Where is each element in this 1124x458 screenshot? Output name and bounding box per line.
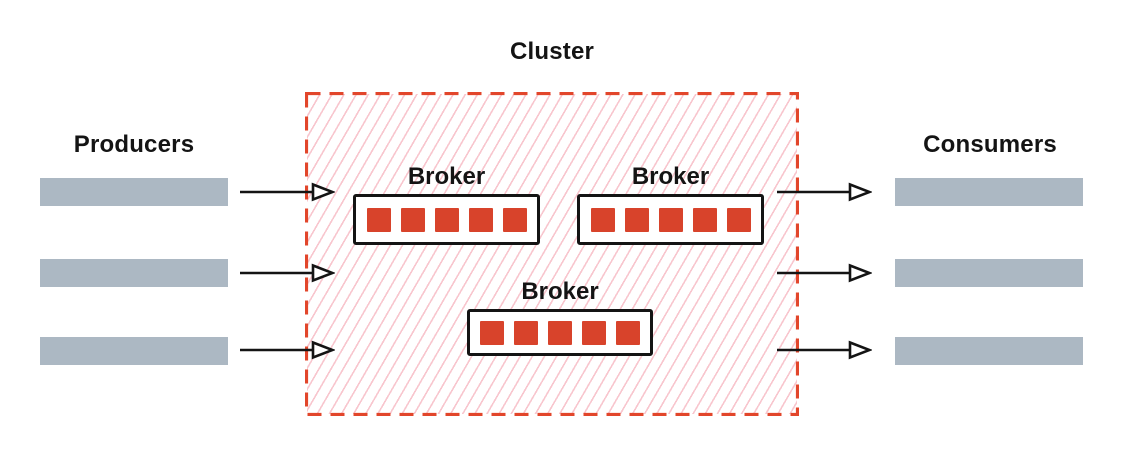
producer-arrow-2-icon	[240, 263, 335, 283]
partition-icon	[616, 320, 640, 345]
broker-2-label: Broker	[631, 163, 710, 190]
consumer-bar-1	[895, 178, 1083, 206]
partition-icon	[502, 207, 527, 232]
producers-label: Producers	[73, 131, 195, 158]
partition-icon	[590, 207, 615, 232]
broker-1-box	[353, 194, 540, 245]
producer-bar-2	[40, 259, 228, 287]
producer-bar-3	[40, 337, 228, 365]
partition-icon	[400, 207, 425, 232]
cluster-box	[305, 92, 799, 416]
consumer-bar-3	[895, 337, 1083, 365]
producer-bar-1	[40, 178, 228, 206]
consumer-arrow-2-icon	[777, 263, 872, 283]
partition-icon	[366, 207, 391, 232]
broker-3: Broker	[467, 277, 653, 356]
consumer-bar-2	[895, 259, 1083, 287]
consumer-arrow-3-icon	[777, 340, 872, 360]
partition-icon	[434, 207, 459, 232]
cluster-title: Cluster	[509, 38, 595, 65]
partition-icon	[692, 207, 717, 232]
broker-1-label: Broker	[407, 163, 486, 190]
consumer-arrow-1-icon	[777, 182, 872, 202]
consumers-label: Consumers	[923, 131, 1057, 158]
partition-icon	[480, 320, 504, 345]
broker-2-box	[577, 194, 764, 245]
producer-arrow-3-icon	[240, 340, 335, 360]
broker-1: Broker	[353, 162, 540, 245]
broker-2: Broker	[577, 162, 764, 245]
cluster-dashed-border	[305, 92, 799, 416]
cluster-hatch-pattern	[307, 94, 797, 414]
partition-icon	[726, 207, 751, 232]
partition-icon	[514, 320, 538, 345]
producer-arrow-1-icon	[240, 182, 335, 202]
broker-3-label: Broker	[521, 278, 599, 305]
partition-icon	[582, 320, 606, 345]
partition-icon	[624, 207, 649, 232]
partition-icon	[468, 207, 493, 232]
partition-icon	[658, 207, 683, 232]
broker-3-box	[467, 309, 653, 356]
partition-icon	[548, 320, 572, 345]
